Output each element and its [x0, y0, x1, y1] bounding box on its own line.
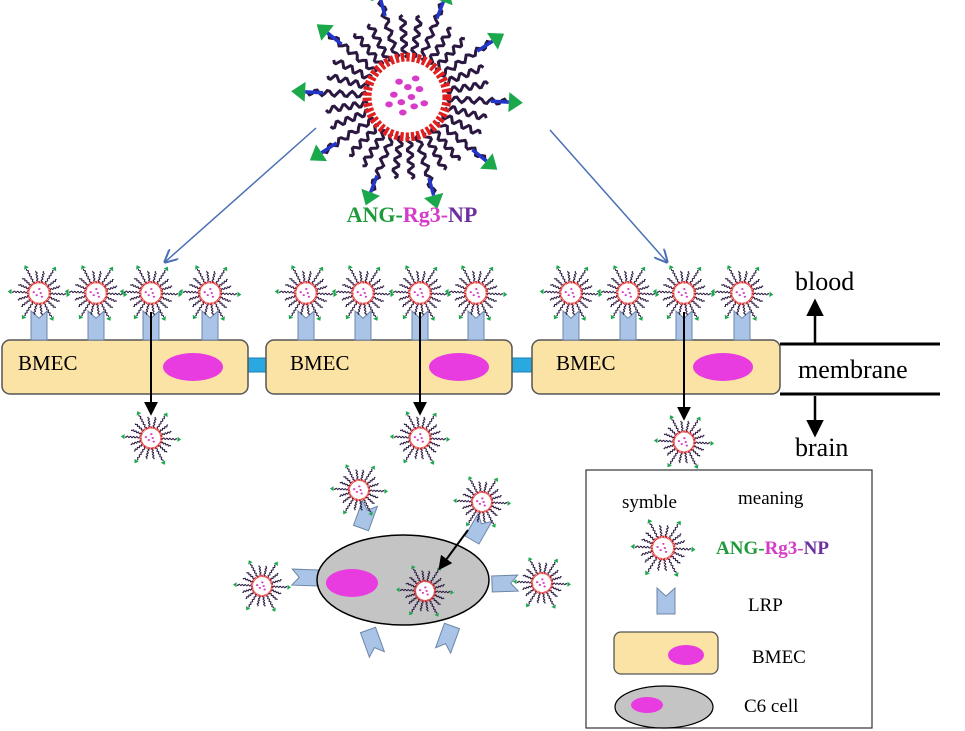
legend-c6-nucleus: [631, 697, 663, 713]
legend-header-symbol: symble: [622, 492, 677, 513]
lrp-receptor: [467, 309, 485, 341]
bmec-cell-3: BMEC: [531, 339, 781, 395]
brain-label: brain: [795, 433, 848, 462]
ang-rg3-nanoparticle-large: [291, 0, 523, 209]
nanoparticle: [453, 476, 511, 528]
nanoparticle-core: [291, 0, 523, 209]
c6-nucleus: [326, 569, 378, 597]
lrp-receptor: [619, 309, 637, 341]
nanoparticle: [389, 411, 451, 465]
nanoparticle: [513, 557, 571, 609]
nanoparticle: [7, 265, 71, 321]
legend-c6-symbol: [614, 685, 714, 729]
nanoparticle: [653, 415, 715, 469]
nanoparticle: [710, 265, 774, 321]
nanoparticle: [233, 560, 291, 612]
lrp-receptor: [733, 309, 751, 341]
legend-rg3: Rg3-: [765, 538, 804, 559]
nanoparticle: [64, 265, 128, 321]
nanoparticle: [178, 265, 242, 321]
lrp-receptor: [434, 622, 461, 655]
bmec-cell-2: BMEC: [265, 339, 513, 395]
legend-bmec-nucleus: [668, 645, 704, 665]
nanoparticle: [388, 265, 452, 321]
internalization-arrow: [438, 529, 469, 571]
membrane-label: membrane: [798, 355, 908, 384]
nanoparticle: [539, 265, 603, 321]
legend-nanoparticle-symbol: [630, 519, 696, 577]
lrp-receptor: [290, 568, 319, 587]
legend-lrp-symbol: [656, 586, 676, 615]
bmec-label-3: BMEC: [556, 351, 616, 375]
nanoparticle-title: ANG-Rg3-NP: [347, 202, 478, 227]
lrp-receptor: [30, 309, 48, 341]
arrow-to-right-bmec: [549, 129, 667, 262]
legend-bmec-label: BMEC: [752, 647, 806, 668]
c6-glioma-cell: [290, 499, 520, 659]
lrp-receptor: [297, 309, 315, 341]
legend-header-meaning: meaning: [738, 488, 804, 509]
legend-box: symble meaning ANG-Rg3-NP LRP BMEC C6 ce…: [585, 469, 873, 729]
blood-label: blood: [795, 267, 854, 296]
membrane-nanoparticles: [7, 265, 774, 321]
nanoparticle: [444, 265, 508, 321]
legend-nanoparticle-label: ANG-Rg3-NP: [716, 538, 829, 559]
lrp-receptor: [359, 626, 386, 659]
c6-bound-nanoparticles: [233, 464, 571, 617]
lrp-receptor: [87, 309, 105, 341]
legend-nanoparticle: [630, 519, 696, 577]
tight-junction-2: [509, 357, 533, 373]
lrp-receptor: [354, 309, 372, 341]
bmec-label-1: BMEC: [18, 351, 78, 375]
title-ang: ANG-: [347, 202, 403, 227]
nanoparticle: [652, 265, 716, 321]
lrp-receptor: [562, 309, 580, 341]
released-nanoparticles: [120, 411, 715, 469]
nanoparticle: [330, 464, 388, 516]
legend-c6-label: C6 cell: [744, 696, 798, 717]
title-rg3: Rg3-: [403, 202, 448, 227]
nanoparticle: [120, 411, 182, 465]
tight-junction-1: [245, 357, 269, 373]
bmec-label-2: BMEC: [290, 351, 350, 375]
bmec-cell-1: BMEC: [1, 339, 249, 395]
legend-ang: ANG-: [716, 538, 765, 559]
nanoparticle: [596, 265, 660, 321]
legend-np: NP: [804, 538, 830, 559]
nanoparticle: [119, 265, 183, 321]
lrp-receptor: [491, 574, 520, 593]
lrp-receptor: [656, 586, 676, 615]
membrane-receptors: [30, 309, 751, 341]
nanoparticle: [274, 265, 338, 321]
arrow-to-left-bmec: [165, 127, 317, 262]
title-np: NP: [448, 202, 477, 227]
nanoparticle: [331, 265, 395, 321]
legend-lrp-label: LRP: [748, 595, 783, 616]
lrp-receptor: [352, 499, 379, 532]
lrp-receptor: [201, 309, 219, 341]
